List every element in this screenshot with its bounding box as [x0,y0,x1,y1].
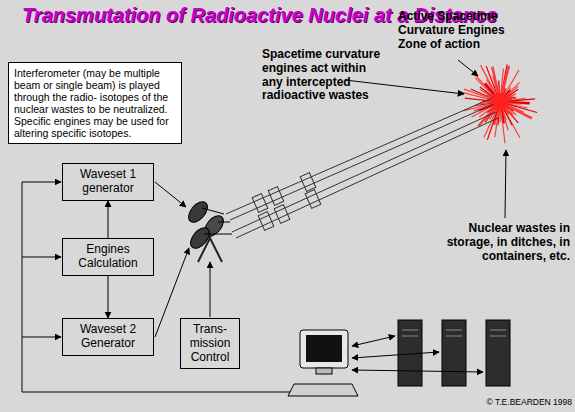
beam-line [232,112,496,232]
callout-label: Nuclear wastes in storage, in ditches, i… [446,222,570,263]
network-links [352,336,483,372]
burst-core [491,93,509,111]
node-text: Interferometer (may be multiple beam or … [14,67,176,139]
drive-bay [402,330,418,331]
control-arrow [22,337,61,338]
keyboard [288,384,358,396]
interferometer-beams [226,98,498,238]
signal-arrow [155,182,186,207]
callout-label: Spacetime curvature engines act within a… [262,48,384,103]
antenna-feed [204,234,232,235]
monitor-stand [316,368,332,374]
drive-bay [402,336,418,337]
screen [306,335,342,362]
antenna-feed [218,222,230,223]
process-box: Engines Calculation [62,238,154,276]
connector-arrow [108,276,109,318]
node-text: Engines Calculation [67,243,149,271]
note-box: Interferometer (may be multiple beam or … [8,62,182,144]
signal-wires [22,182,298,392]
antenna-array [185,198,232,262]
wave-packet [258,212,274,231]
wave-packet [252,194,268,213]
callout-label: Active Spacetime Curvature Engines Zone … [398,10,530,51]
node-text: Trans- mission Control [185,323,235,364]
signal-arrow [210,262,211,317]
antenna-dish [185,198,211,225]
action-zone-burst [460,64,537,143]
drive-bay [490,336,506,337]
wave-packet [305,190,321,209]
process-box: Waveset 1 generator [62,163,154,201]
drive-bay [490,330,506,331]
control-arrow [22,257,61,258]
drive-bay [446,336,462,337]
server-tower [486,320,510,386]
connector-arrow [108,201,109,238]
wave-packet [300,173,316,192]
control-arrow [22,182,61,183]
leader-lines [345,60,506,218]
copyright: © T.E.BEARDEN 1998 [478,398,572,408]
beam-line [230,104,494,220]
process-box: Waveset 2 Generator [62,318,154,356]
leader-arrow [505,150,506,218]
server-tower [442,320,466,386]
leader-arrow [458,60,478,76]
process-box: Trans- mission Control [180,318,240,369]
antenna-dish [187,224,213,251]
beam-line [236,118,498,238]
network-arrow [352,352,439,358]
network-arrow [352,370,483,372]
beam-line [226,98,492,214]
drive-bay [446,330,462,331]
node-text: Waveset 1 generator [67,168,149,196]
network-arrow [352,336,395,346]
servers [398,320,510,386]
wave-packet [274,205,290,224]
computer [288,330,358,396]
wave-packet [268,187,284,206]
monitor [300,330,348,368]
control-bus [22,182,298,392]
node-text: Waveset 2 Generator [67,323,149,351]
beam-waves [252,173,321,231]
antenna-feed [202,208,224,214]
